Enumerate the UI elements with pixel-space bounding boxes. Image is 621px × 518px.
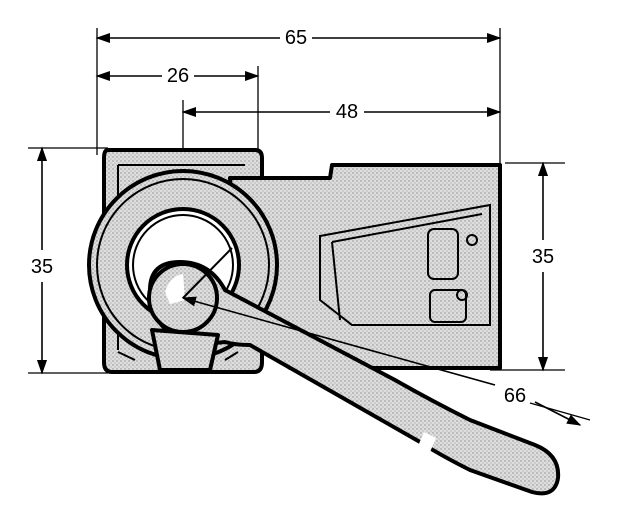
dim-pivot-to-left-label: 26 xyxy=(167,65,189,87)
dimension-overall-width: 65 xyxy=(95,27,502,49)
dimension-height-right: 35 xyxy=(532,161,554,372)
dim-handle-length-label: 66 xyxy=(504,385,526,407)
dimension-pivot-to-right: 48 xyxy=(181,101,502,123)
dim-height-right-label: 35 xyxy=(532,246,554,268)
dim-overall-width-label: 65 xyxy=(285,27,307,49)
dim-pivot-to-right-label: 48 xyxy=(336,101,358,123)
dimension-pivot-to-left: 26 xyxy=(95,65,260,87)
lever-handle xyxy=(147,247,561,496)
dimension-height-left: 35 xyxy=(31,146,53,375)
dim-height-left-label: 35 xyxy=(31,256,53,278)
dimension-handle-length: 66 xyxy=(181,296,582,426)
